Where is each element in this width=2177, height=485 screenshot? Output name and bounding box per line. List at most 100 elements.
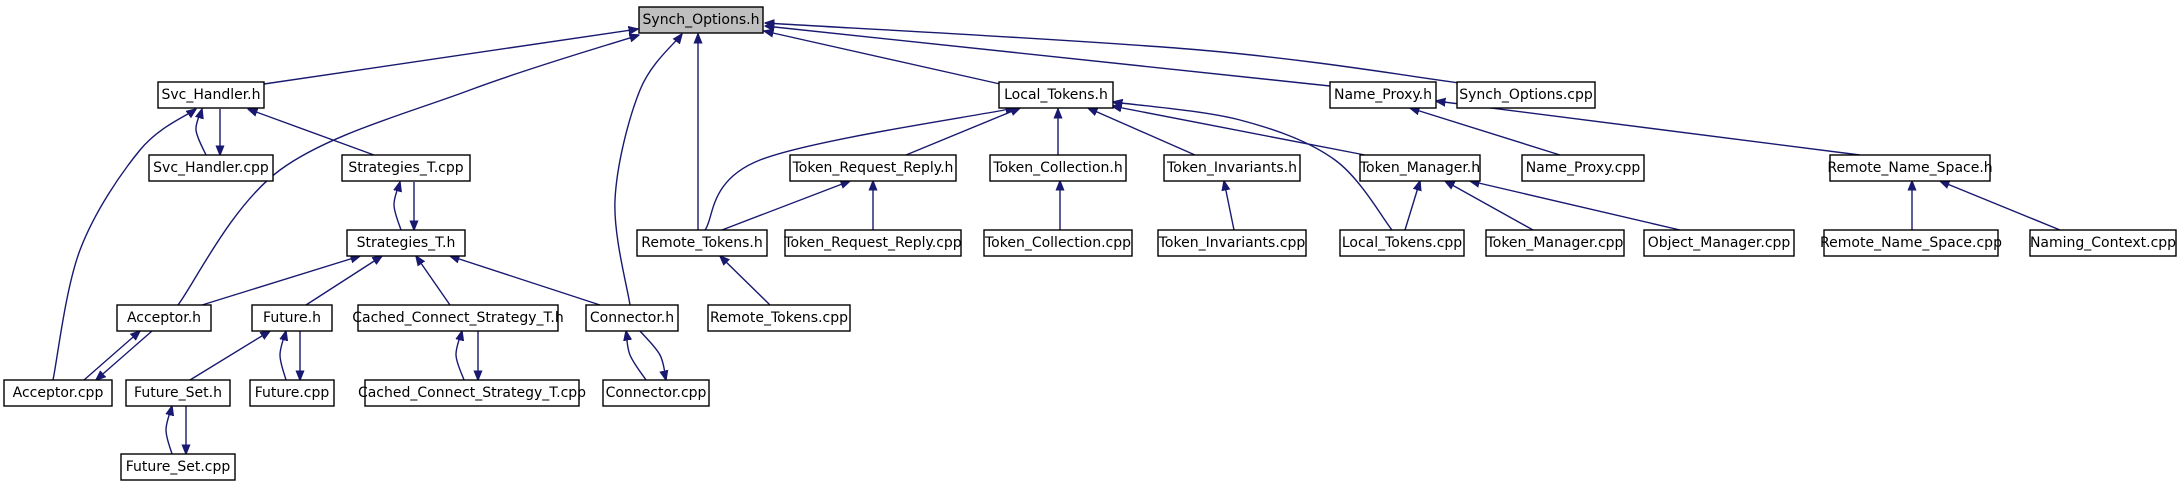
node-svc-handler-h[interactable]: Svc_Handler.h [157,81,265,109]
node-label: Future_Set.cpp [126,459,231,475]
node-label: Token_Manager.cpp [1486,235,1624,251]
node-box [3,379,113,407]
node-label: Token_Invariants.h [1166,160,1297,176]
node-name-proxy-h[interactable]: Name_Proxy.h [1329,81,1437,109]
node-label: Svc_Handler.h [161,87,260,103]
node-box [638,6,764,34]
edge-remote-tokens-h-to-local-tokens-h [704,108,1015,231]
edge-future-set-cpp-to-future-set-h [166,406,172,455]
node-label: Strategies_T.h [357,235,456,251]
edge-svc-handler-h-to-synch-options-h [263,29,638,85]
node-box [1359,154,1481,182]
node-box [341,154,471,182]
node-future-set-cpp[interactable]: Future_Set.cpp [120,453,236,481]
node-token-collection-cpp[interactable]: Token_Collection.cpp [983,229,1133,257]
node-connector-cpp[interactable]: Connector.cpp [602,379,710,407]
node-box [120,453,236,481]
node-box [707,304,851,332]
node-svc-handler-cpp[interactable]: Svc_Handler.cpp [148,154,274,182]
node-synch-options-h[interactable]: Synch_Options.h [638,6,764,34]
node-name-proxy-cpp[interactable]: Name_Proxy.cpp [1521,154,1645,182]
node-token-invariants-h[interactable]: Token_Invariants.h [1163,154,1301,182]
node-label: Remote_Tokens.cpp [710,310,848,326]
node-label: Future_Set.h [134,385,222,401]
node-box [1339,229,1465,257]
node-token-request-reply-cpp[interactable]: Token_Request_Reply.cpp [783,229,962,257]
node-token-invariants-cpp[interactable]: Token_Invariants.cpp [1157,229,1307,257]
node-token-manager-cpp[interactable]: Token_Manager.cpp [1485,229,1625,257]
node-box [1485,229,1625,257]
node-label: Token_Collection.h [992,160,1122,176]
node-acceptor-h[interactable]: Acceptor.h [116,304,212,332]
node-label: Strategies_T.cpp [348,160,463,176]
node-label: Future.h [263,310,321,326]
edge-token-request-reply-h-to-local-tokens-h [905,108,1020,156]
node-remote-tokens-h[interactable]: Remote_Tokens.h [636,229,768,257]
node-label: Name_Proxy.cpp [1526,160,1641,176]
node-label: Cached_Connect_Strategy_T.cpp [358,385,586,401]
node-box [1329,81,1437,109]
node-box [1456,81,1596,109]
node-box [1829,154,1991,182]
node-box [251,304,333,332]
edge-future-cpp-to-future-h [280,331,286,381]
node-token-manager-h[interactable]: Token_Manager.h [1359,154,1481,182]
node-box [125,379,231,407]
node-strategies-t-h[interactable]: Strategies_T.h [346,229,466,257]
node-future-set-h[interactable]: Future_Set.h [125,379,231,407]
node-box [789,154,957,182]
node-label: Token_Collection.cpp [984,235,1131,251]
node-label: Remote_Tokens.h [641,235,762,251]
node-label: Remote_Name_Space.h [1827,160,1992,176]
edge-connector-cpp-to-connector-h [626,331,647,381]
edge-strategies-t-h-to-strategies-t-cpp [394,182,401,231]
node-box [1643,229,1795,257]
edge-naming-context-cpp-to-remote-name-space-h [1940,181,2061,231]
node-cached-connect-strategy-t-h[interactable]: Cached_Connect_Strategy_T.h [352,304,564,332]
node-future-cpp[interactable]: Future.cpp [249,379,335,407]
edge-token-manager-h-to-local-tokens-h [1112,106,1366,156]
edge-strategies-t-cpp-to-svc-handler-h [248,109,375,156]
edge-remote-name-space-h-to-name-proxy-h [1436,101,1861,156]
node-label: Local_Tokens.h [1004,87,1108,103]
edge-synch-options-cpp-to-synch-options-h [765,23,1461,84]
edges [52,23,2061,455]
node-naming-context-cpp[interactable]: Naming_Context.cpp [2029,229,2177,257]
node-remote-name-space-cpp[interactable]: Remote_Name_Space.cpp [1820,229,2002,257]
node-object-manager-cpp[interactable]: Object_Manager.cpp [1643,229,1795,257]
edge-connector-h-to-synch-options-h [614,34,682,306]
node-label: Synch_Options.cpp [1459,87,1593,103]
edge-acceptor-cpp-to-acceptor-h [83,331,140,381]
node-box [998,81,1114,109]
node-label: Future.cpp [255,385,330,401]
node-box [357,304,559,332]
node-synch-options-cpp[interactable]: Synch_Options.cpp [1456,81,1596,109]
node-label: Token_Manager.h [1359,160,1480,176]
node-box [157,81,265,109]
node-local-tokens-h[interactable]: Local_Tokens.h [998,81,1114,109]
node-future-h[interactable]: Future.h [251,304,333,332]
edge-remote-tokens-cpp-to-remote-tokens-h [720,256,771,306]
node-remote-tokens-cpp[interactable]: Remote_Tokens.cpp [707,304,851,332]
node-label: Cached_Connect_Strategy_T.h [352,310,564,326]
edge-object-manager-cpp-to-token-manager-h [1470,181,1681,231]
node-label: Acceptor.h [127,310,201,326]
node-token-request-reply-h[interactable]: Token_Request_Reply.h [789,154,957,182]
node-remote-name-space-h[interactable]: Remote_Name_Space.h [1827,154,1993,182]
node-label: Connector.h [590,310,674,326]
node-connector-h[interactable]: Connector.h [585,304,679,332]
node-box [784,229,962,257]
edge-acceptor-cpp-to-svc-handler-h [52,109,196,381]
node-cached-connect-strategy-t-cpp[interactable]: Cached_Connect_Strategy_T.cpp [358,379,586,407]
node-label: Synch_Options.h [643,12,760,28]
node-token-collection-h[interactable]: Token_Collection.h [989,154,1127,182]
node-label: Token_Request_Reply.cpp [783,235,962,251]
edge-local-tokens-cpp-to-token-manager-h [1404,181,1420,231]
node-acceptor-cpp[interactable]: Acceptor.cpp [3,379,113,407]
node-label: Token_Request_Reply.h [792,160,954,176]
node-box [2029,229,2177,257]
node-local-tokens-cpp[interactable]: Local_Tokens.cpp [1339,229,1465,257]
node-strategies-t-cpp[interactable]: Strategies_T.cpp [341,154,471,182]
